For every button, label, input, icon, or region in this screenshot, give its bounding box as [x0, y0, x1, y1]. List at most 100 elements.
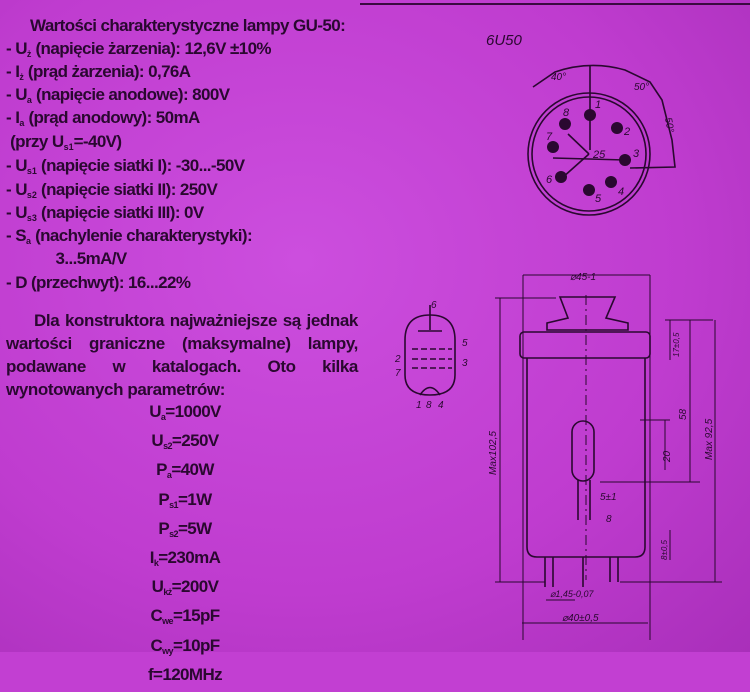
line-text: (przechwyt): 16...22%: [26, 273, 191, 292]
symbol: I: [15, 108, 20, 127]
document-page: [0, 0, 750, 652]
subscript: we: [162, 616, 173, 627]
line-prefix: (przy: [6, 132, 52, 151]
characteristic-line: - Uż (napięcie żarzenia): 12,6V ±10%: [6, 39, 272, 59]
socket-pin-label: 4: [618, 186, 624, 198]
limit-value: =120MHz: [153, 664, 223, 684]
angle-label: 50°: [662, 117, 675, 134]
symbol-pin: 3: [462, 358, 468, 369]
limit-value: =1W: [177, 489, 212, 509]
line-prefix: -: [6, 156, 16, 175]
tube-symbol: 6 5 3 2 7 1 8 4: [394, 300, 468, 411]
dim-58: 58: [678, 408, 689, 420]
line-text: (napięcie anodowe): 800V: [31, 85, 230, 104]
dim-cap: 17±0,5: [672, 332, 681, 357]
subscript: a: [19, 118, 25, 128]
line-text: 3...5mA/V: [55, 249, 127, 268]
symbol: U: [15, 156, 27, 175]
dim-20: 20: [662, 450, 673, 463]
subscript: k: [153, 558, 159, 569]
symbol-pin: 6: [431, 300, 437, 311]
limit-value: =1000V: [165, 402, 221, 421]
dim-base-diameter: ⌀40±0,5: [562, 613, 599, 624]
dim-body-length: Max 92,5: [704, 418, 715, 460]
tube-label: 6U50: [486, 32, 523, 49]
symbol: D: [15, 273, 27, 292]
subscript: a: [25, 236, 31, 246]
socket-pin-label: 3: [633, 148, 640, 160]
line-text: (prąd żarzenia): 0,76A: [23, 62, 191, 81]
characteristic-line: - D (przechwyt): 16...22%: [6, 273, 191, 293]
limit-value: =200V: [171, 577, 219, 597]
line-prefix: -: [6, 39, 16, 58]
line-prefix: -: [6, 180, 16, 199]
line-text: =-40V): [73, 132, 123, 151]
subscript: s1: [169, 499, 178, 510]
symbol-pin: 2: [394, 354, 401, 365]
subscript: s2: [169, 528, 178, 539]
socket-pin-label: 2: [623, 126, 630, 138]
paragraph: Dla konstruktora najważniejsze są jednak…: [6, 311, 358, 399]
symbol: U: [15, 85, 27, 104]
page-rule: [360, 3, 750, 5]
symbol: P: [156, 460, 167, 480]
subscript: a: [160, 412, 166, 422]
symbol-pin: 8: [426, 400, 432, 411]
line-text: (nachylenie charakterystyki):: [30, 226, 253, 245]
characteristic-line: - Us3 (napięcie siatki III): 0V: [6, 203, 204, 223]
socket-center-label: 25: [592, 149, 606, 161]
socket-pin-label: 1: [595, 99, 601, 111]
symbol: U: [15, 180, 27, 199]
subscript: kż: [163, 587, 172, 598]
socket-pin-label: 7: [546, 131, 553, 143]
line-text: (prąd anodowy): 50mA: [24, 108, 200, 127]
socket-pin-label: 5: [595, 193, 602, 205]
characteristic-line: - Ua (napięcie anodowe): 800V: [6, 85, 230, 105]
limit-value: =10pF: [172, 635, 220, 655]
subscript: ż: [26, 49, 32, 59]
limit-line: Us2=250V: [120, 429, 250, 458]
characteristic-line: - Sa (nachylenie charakterystyki):: [6, 226, 253, 246]
angle-label: 50°: [634, 82, 649, 93]
subscript: ż: [19, 72, 24, 82]
symbol: P: [158, 489, 170, 509]
line-text: (napięcie siatki I): -30...-50V: [36, 156, 245, 175]
line-prefix: -: [6, 273, 16, 292]
socket-pin-label: 6: [546, 174, 553, 186]
characteristic-line: - Iż (prąd żarzenia): 0,76A: [6, 62, 191, 82]
limit-line: Ukż=200V: [120, 575, 250, 604]
section-title: Wartości charakterystyczne lampy GU-50:: [30, 16, 346, 35]
characteristic-line: - Us1 (napięcie siatki I): -30...-50V: [6, 156, 245, 176]
subscript: s1: [26, 166, 37, 176]
limit-line: Cwe=15pF: [120, 604, 250, 633]
symbol-pin: 1: [416, 400, 422, 411]
symbol: S: [15, 226, 26, 245]
subscript: s1: [63, 142, 74, 152]
line-prefix: -: [6, 108, 16, 127]
symbol-pin: 5: [462, 338, 468, 349]
dim-5: 5±1: [600, 492, 617, 503]
symbol: U: [151, 577, 164, 597]
subscript: s3: [26, 213, 37, 223]
line-text: (napięcie siatki III): 0V: [36, 203, 204, 222]
dim-top-diameter: ⌀45-1: [570, 272, 596, 283]
symbol-pin: 7: [395, 368, 401, 379]
socket-diagram: 1 2 3 4 5 6 7 8 25 40° 50° 50°: [527, 64, 676, 216]
limit-line: Ua=1000V: [120, 400, 250, 429]
dim-8b: 8±0,5: [660, 539, 669, 560]
subscript: a: [26, 95, 32, 105]
subscript: s2: [163, 441, 172, 452]
limit-value: =230mA: [158, 548, 221, 568]
limit-line: Ps1=1W: [120, 488, 250, 517]
line-text: (napięcie żarzenia): 12,6V ±10%: [31, 39, 271, 58]
line-prefix: -: [6, 203, 16, 222]
limit-line: Pa=40W: [120, 458, 250, 487]
characteristic-line: 3...5mA/V: [6, 249, 127, 269]
symbol: U: [51, 132, 64, 151]
limit-line: Ps2=5W: [120, 517, 250, 546]
symbol: C: [150, 606, 163, 626]
line-prefix: -: [6, 85, 16, 104]
symbol: U: [15, 39, 27, 58]
limit-value: =5W: [177, 518, 212, 538]
limit-value: =40W: [171, 460, 214, 480]
